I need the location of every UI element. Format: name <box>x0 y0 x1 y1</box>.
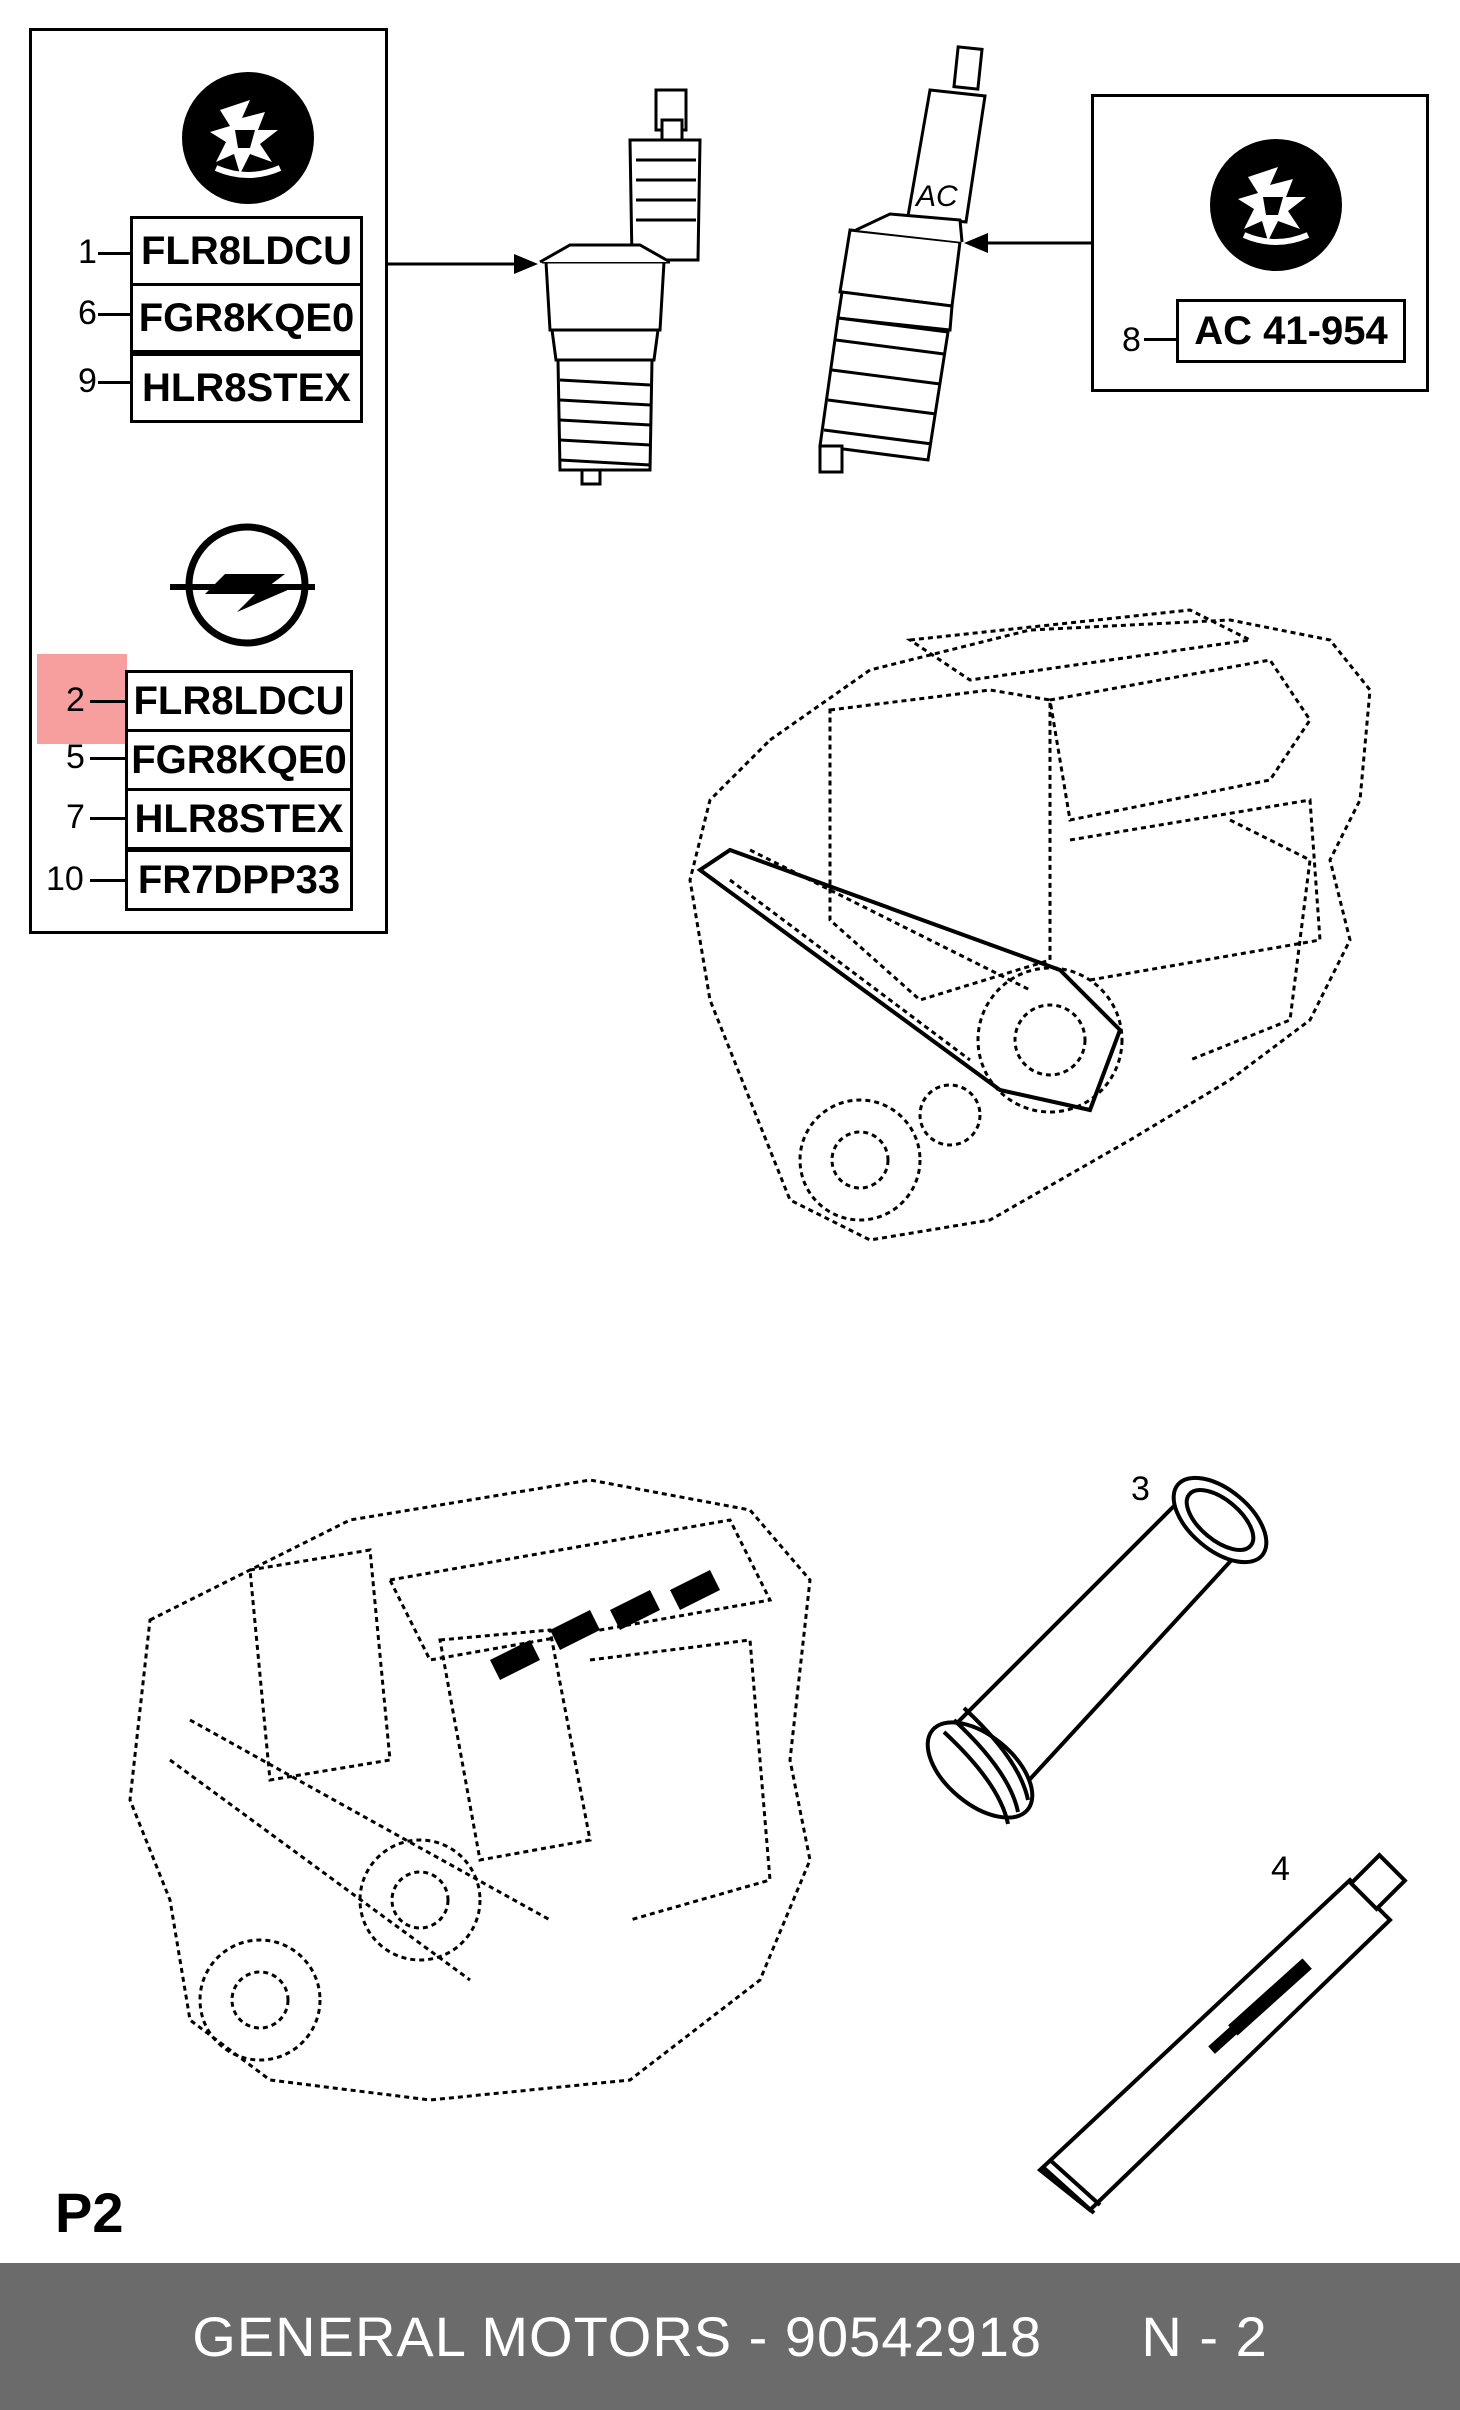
installation-sleeve-illustration <box>925 1475 1269 1825</box>
leader-line <box>90 817 125 820</box>
ref-number: 9 <box>78 362 97 400</box>
leader-line <box>90 757 125 760</box>
part-code-label: FR7DPP33 <box>125 849 353 911</box>
page-label: P2 <box>55 2181 124 2244</box>
engine-assembly-illustration <box>688 608 1372 1242</box>
part-code-label: AC 41-954 <box>1176 299 1406 363</box>
part-code-label: FGR8KQE0 <box>125 729 353 791</box>
ref-number: 5 <box>66 738 85 776</box>
leader-line <box>98 381 130 384</box>
plug-marking-text: AC <box>914 180 958 213</box>
footer-text: GENERAL MOTORS - 90542918 N - 2 <box>192 2305 1268 2368</box>
leader-line <box>90 700 125 703</box>
ref-number: 10 <box>46 860 84 898</box>
grease-tube-illustration <box>1036 1852 1408 2215</box>
vauxhall-griffin-logo-icon <box>1210 139 1342 271</box>
ref-number: 8 <box>1122 321 1141 359</box>
ref-number: 1 <box>78 233 97 271</box>
part-code-label: FGR8KQE0 <box>130 283 363 353</box>
part-code-label: HLR8STEX <box>125 788 353 850</box>
part-code-label: HLR8STEX <box>130 353 363 423</box>
ref-number: 2 <box>66 681 85 719</box>
ref-number: 7 <box>66 798 85 836</box>
leader-line <box>90 879 125 882</box>
opel-blitz-logo-icon <box>170 523 315 647</box>
footer-bar: GENERAL MOTORS - 90542918 N - 2 <box>0 2263 1460 2410</box>
part-code-label: FLR8LDCU <box>130 216 363 286</box>
leader-line <box>98 252 130 255</box>
callout-number: 3 <box>1131 1470 1150 1508</box>
engine-rear-illustration <box>128 1478 812 2102</box>
ref-number: 6 <box>78 294 97 332</box>
part-code-label: FLR8LDCU <box>125 670 353 732</box>
leader-line <box>98 313 130 316</box>
spark-plug-illustrations: AC <box>388 45 1091 486</box>
vauxhall-griffin-logo-icon <box>182 72 314 204</box>
callout-number: 4 <box>1271 1850 1290 1888</box>
selected-part-highlight <box>37 654 127 744</box>
leader-line <box>1144 338 1176 341</box>
